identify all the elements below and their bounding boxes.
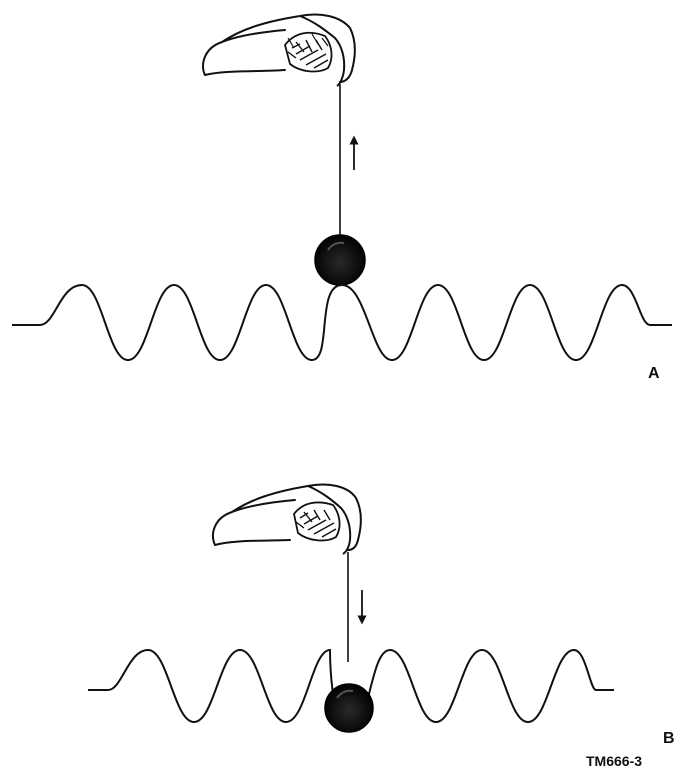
panel-label: B (663, 730, 675, 747)
hand-icon (202, 13, 356, 87)
hand-icon (212, 483, 362, 555)
ball-icon (324, 683, 374, 733)
panel-a: A (12, 13, 672, 382)
panel-b: B (88, 483, 675, 747)
wave-path (12, 283, 672, 362)
panel-label: A (648, 365, 660, 382)
figure-code: TM666-3 (586, 753, 642, 769)
